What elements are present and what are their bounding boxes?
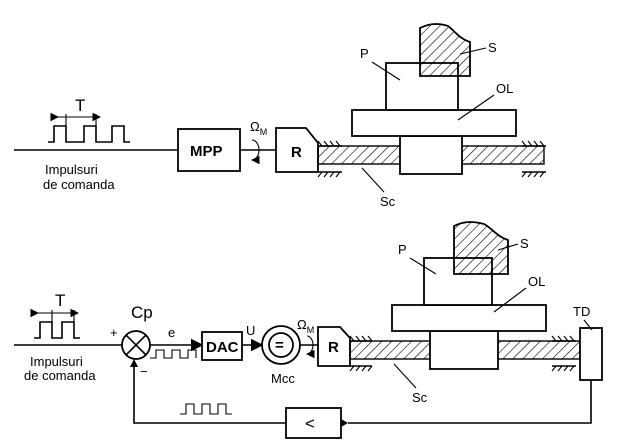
feedback-pulse-train [180,403,232,415]
mpp-block [177,128,241,172]
motor-label: Mcc [271,371,295,386]
table-OL-bottom [391,304,547,332]
error-label: e [168,325,175,340]
error-pulse-train [150,349,197,359]
motor-symbol: = [275,337,284,354]
voltage-label: U [246,323,255,338]
feedback-block [285,407,342,439]
comparator-label: Cp [131,303,153,322]
pulse-caption-2: de comanda [43,177,115,192]
label-Sc: Sc [380,194,396,209]
transducer-TD [579,327,603,381]
reducer-label-bottom: R [328,339,339,356]
transducer-label: TD [573,304,590,319]
feedback-block-symbol: < [305,414,315,433]
pulse-train-bottom [34,321,80,339]
bearings-top [317,140,546,178]
plus-sign: + [110,325,118,340]
minus-sign: − [140,364,148,379]
pulse-train-top [48,125,130,143]
reducer-label: R [291,144,302,161]
mpp-label: MPP [190,143,223,160]
label-P: P [360,46,369,61]
label-S-bottom: S [520,236,529,251]
dac-block [201,331,243,361]
closed-loop-system: T Impulsuri de comanda Cp + − e DAC U = … [14,221,603,439]
pulse-caption-2-bottom: de comanda [24,368,96,383]
period-label-bottom: T [55,291,65,310]
table-OL [351,109,517,137]
nut-block-bottom [429,330,499,370]
omega-label: ΩM [250,119,267,137]
tool-S [419,23,471,77]
label-Sc-bottom: Sc [412,390,428,405]
tool-S-bottom [453,221,509,275]
pulse-caption-1: Impulsuri [45,162,98,177]
open-loop-system: T Impulsuri de comanda MPP ΩM R P S [14,23,546,209]
bearings-bottom [349,335,576,372]
label-OL: OL [496,81,513,96]
label-S: S [488,40,497,55]
omega-label-bottom: ΩM [297,317,314,335]
period-label: T [75,96,85,115]
rotation-arrow [250,139,260,165]
feedback-path [348,380,592,424]
label-P-bottom: P [398,242,407,257]
label-OL-bottom: OL [528,274,545,289]
dac-label: DAC [206,339,239,356]
nut-block [399,135,463,175]
pulse-caption-1-bottom: Impulsuri [30,354,83,369]
